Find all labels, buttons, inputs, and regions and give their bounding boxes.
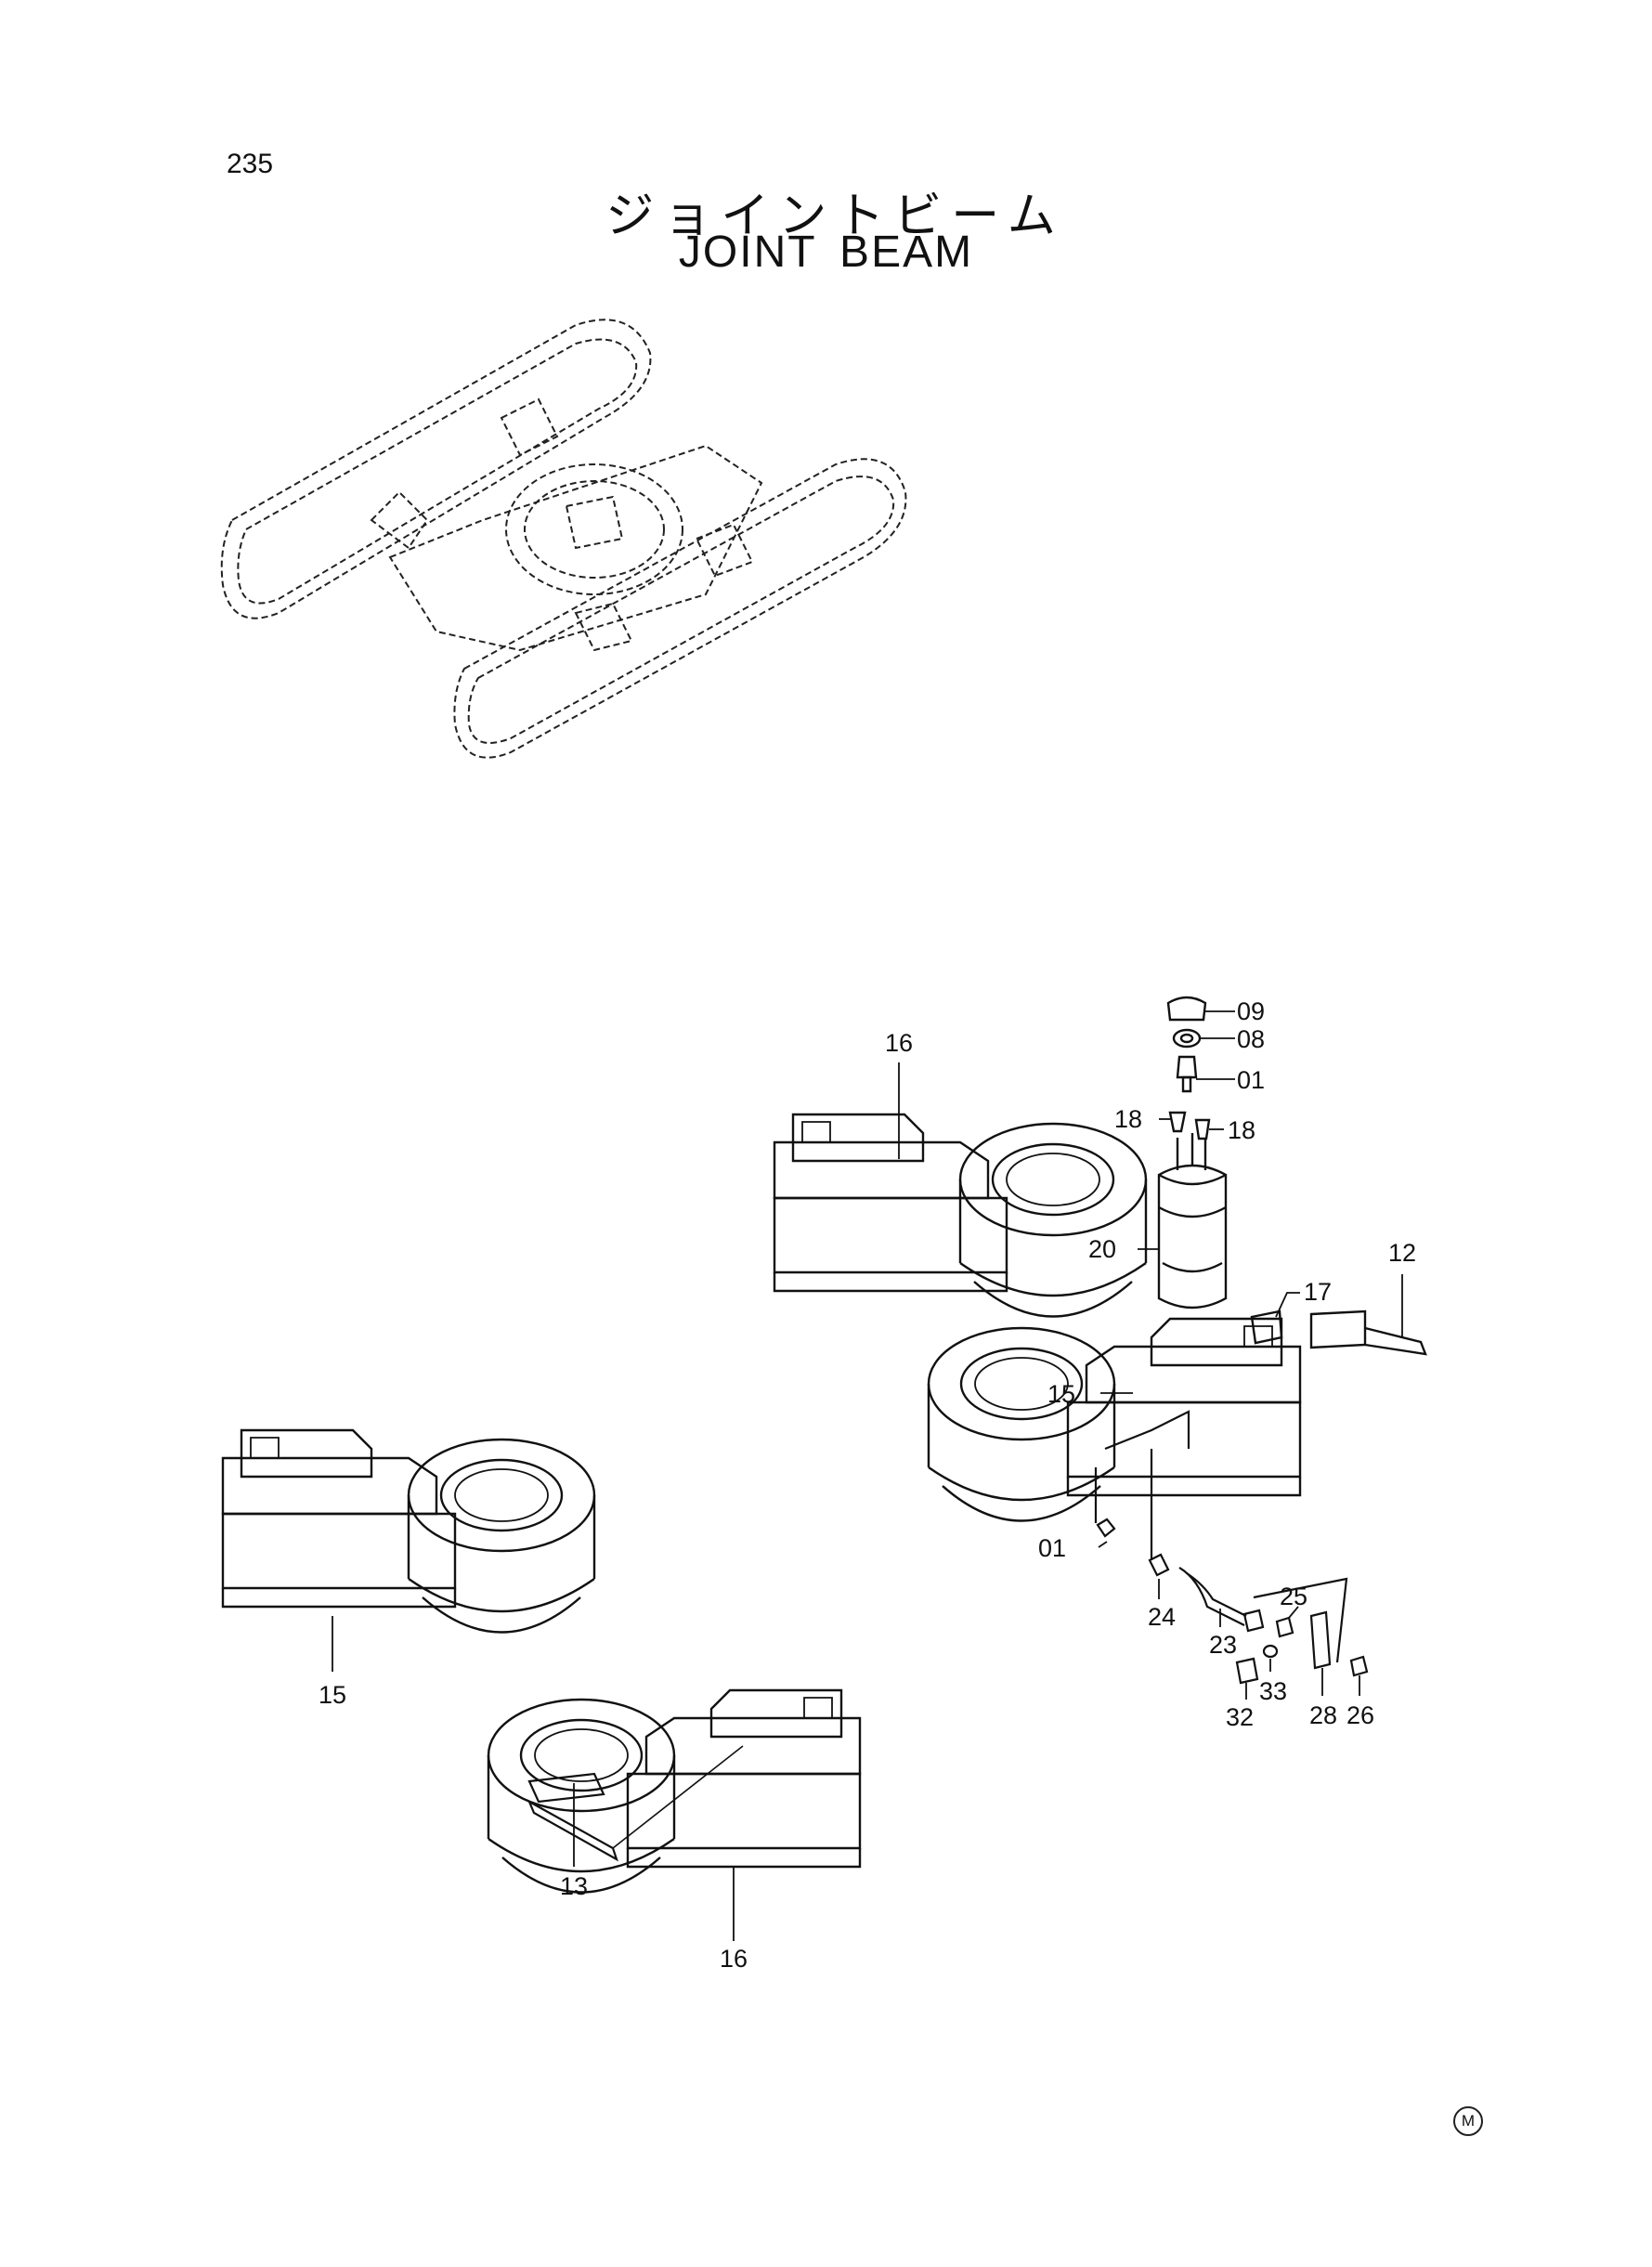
manufacturer-mark: M <box>1453 2106 1483 2136</box>
callout-16-bottom: 16 <box>720 1945 748 1973</box>
callout-33: 33 <box>1259 1677 1287 1705</box>
callout-15-left: 15 <box>319 1681 346 1709</box>
joint-beam-top-left <box>773 1113 1148 1318</box>
callout-17: 17 <box>1304 1278 1332 1306</box>
callout-13: 13 <box>560 1872 588 1900</box>
callout-24: 24 <box>1148 1603 1176 1631</box>
callout-01-left: 01 <box>1038 1534 1066 1562</box>
callout-18-right: 18 <box>1228 1116 1255 1144</box>
callout-32: 32 <box>1226 1703 1254 1731</box>
pin-cylinder-assembly <box>1157 996 1427 1356</box>
joint-beam-bottom <box>487 1688 862 1894</box>
callout-12: 12 <box>1388 1239 1416 1267</box>
callout-01-top: 01 <box>1237 1066 1265 1094</box>
callout-18-left: 18 <box>1114 1105 1142 1133</box>
lock-plate <box>527 1745 744 1862</box>
callout-23: 23 <box>1209 1631 1237 1659</box>
undercarriage-overview <box>220 319 907 759</box>
title-english: JOINT BEAM <box>678 228 974 277</box>
joint-beam-left <box>221 1428 596 1634</box>
callout-28: 28 <box>1309 1701 1337 1729</box>
leader-lines <box>332 1010 1403 1941</box>
callout-25: 25 <box>1280 1583 1307 1610</box>
page-number: 235 <box>227 149 274 179</box>
callout-26: 26 <box>1346 1701 1374 1729</box>
callout-09: 09 <box>1237 997 1265 1025</box>
title-japanese: ジョイントビーム <box>605 189 1065 244</box>
hose-and-fittings <box>1094 1410 1369 1685</box>
callout-16-top: 16 <box>885 1029 913 1057</box>
joint-beam-right <box>927 1317 1302 1522</box>
callout-08: 08 <box>1237 1025 1265 1053</box>
callout-15-right: 15 <box>1047 1380 1075 1408</box>
callout-20: 20 <box>1088 1235 1116 1263</box>
